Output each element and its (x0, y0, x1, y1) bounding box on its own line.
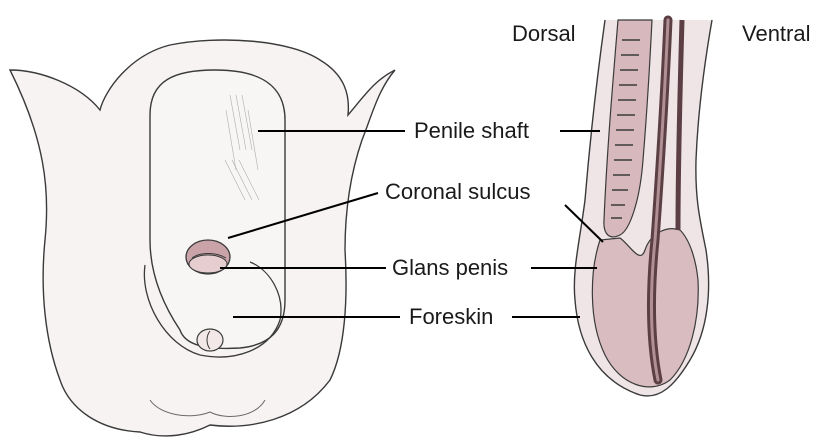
foreskin-opening (197, 329, 223, 351)
anterior-view-illustration (10, 40, 395, 436)
label-dorsal: Dorsal (512, 23, 576, 45)
shaft-outline (150, 70, 285, 348)
label-ventral: Ventral (742, 23, 811, 45)
label-glans-penis: Glans penis (392, 257, 508, 279)
label-penile-shaft: Penile shaft (414, 120, 529, 142)
label-coronal-sulcus: Coronal sulcus (385, 181, 531, 203)
label-foreskin: Foreskin (409, 306, 493, 328)
sagittal-section-illustration (574, 20, 712, 396)
